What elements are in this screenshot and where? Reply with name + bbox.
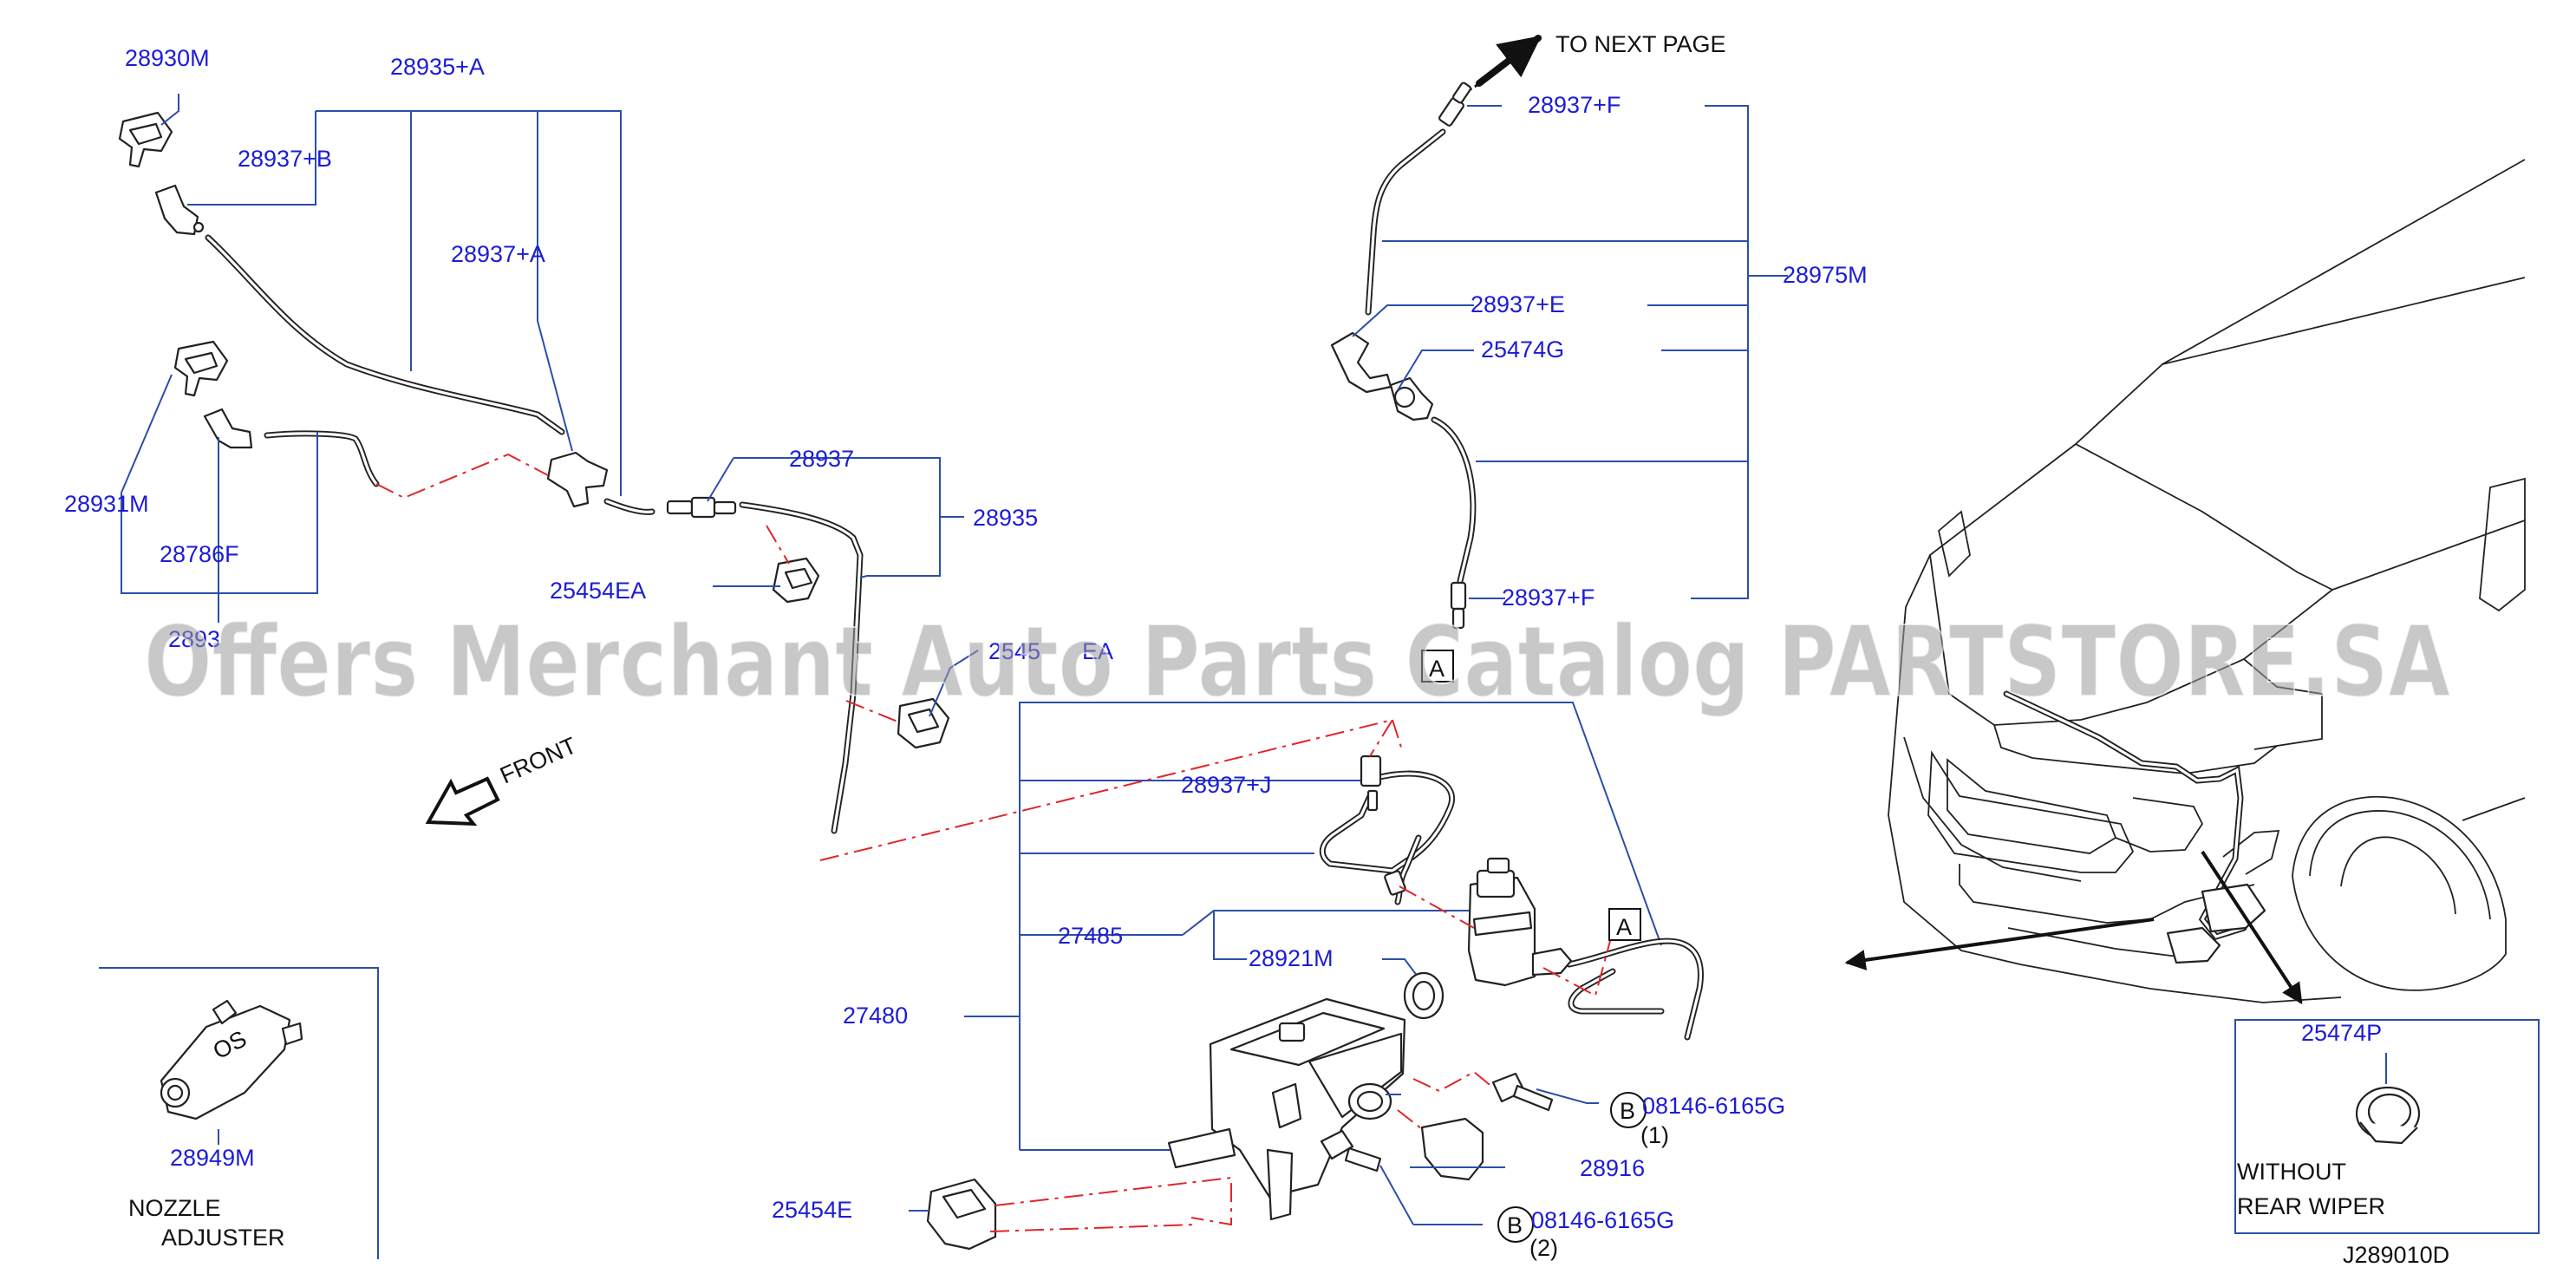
label-28937B[interactable]: 28937+B [238, 146, 332, 172]
bolt-08146-lower-icon[interactable] [1320, 1129, 1382, 1173]
tank-connection-lines [819, 718, 1614, 1232]
to-next-page-arrow [1476, 35, 1542, 87]
connector-28937F-bottom-icon[interactable] [1450, 581, 1467, 630]
front-direction-arrow: FRONT [425, 732, 580, 826]
label-28937J[interactable]: 28937+J [1181, 772, 1271, 798]
label-08146-upper[interactable]: 08146-6165G [1642, 1093, 1785, 1119]
washer-tank-27480-icon[interactable] [1167, 997, 1406, 1221]
svg-text:A: A [1616, 914, 1632, 940]
vehicle-outline [1844, 159, 2526, 1005]
elbow-28937E-icon[interactable] [1330, 331, 1392, 394]
label-28921M[interactable]: 28921M [1249, 945, 1334, 971]
label-28937F-top[interactable]: 28937+F [1528, 92, 1621, 118]
label-25454E[interactable]: 25454E [772, 1197, 852, 1223]
reference-marks: A A B B [1421, 650, 1647, 1243]
label-28937[interactable]: 28937 [789, 446, 854, 472]
grommet-28921M-icon[interactable] [1403, 971, 1445, 1020]
label-28938-partial[interactable]: 2893 [168, 626, 220, 652]
label-28937F-bottom[interactable]: 28937+F [1502, 585, 1595, 611]
label-27485[interactable]: 27485 [1058, 923, 1123, 949]
left-leader-lines [121, 94, 979, 717]
label-28935A[interactable]: 28935+A [390, 54, 485, 80]
elbow-28786F-icon[interactable] [203, 408, 253, 449]
without-rear-wiper-line2: REAR WIPER [2237, 1193, 2385, 1219]
ref-mark-b-upper [1610, 1092, 1647, 1128]
svg-text:A: A [1429, 656, 1445, 682]
grommet-25474P-icon[interactable] [2355, 1086, 2421, 1145]
to-next-page-label: TO NEXT PAGE [1555, 31, 1726, 57]
without-rear-wiper-box [2234, 1019, 2540, 1234]
label-08146-lower-qty: (2) [1529, 1235, 1558, 1261]
label-28937E[interactable]: 28937+E [1471, 291, 1565, 317]
label-25454EA-partial[interactable]: 2545 [988, 638, 1040, 664]
label-28937A[interactable]: 28937+A [451, 241, 545, 267]
label-28935[interactable]: 28935 [973, 505, 1038, 531]
left-connection-lines [375, 453, 903, 724]
diagram-code: J289010D [2343, 1242, 2449, 1268]
label-28916[interactable]: 28916 [1580, 1155, 1645, 1181]
front-arrow-icon [425, 776, 500, 826]
top-right-hose-group [1330, 35, 1542, 630]
svg-text:B: B [1620, 1098, 1635, 1124]
left-nozzle-group [118, 111, 950, 834]
label-28786F[interactable]: 28786F [160, 541, 239, 567]
nozzle-adjuster-caption-line1: NOZZLE [128, 1195, 221, 1221]
top-right-leader-lines [1352, 105, 1788, 599]
svg-text:B: B [1507, 1212, 1523, 1238]
captions: TO NEXT PAGE NOZZLE ADJUSTER WITHOUT REA… [128, 31, 2449, 1268]
label-28949M[interactable]: 28949M [170, 1145, 255, 1171]
label-25454EA-partial-tail[interactable]: EA [1082, 638, 1113, 664]
without-rear-wiper-line1: WITHOUT [2237, 1159, 2346, 1185]
washer-tank-group [909, 702, 1704, 1251]
ref-mark-a-lower [1608, 908, 1641, 941]
label-08146-upper-qty: (1) [1640, 1122, 1669, 1148]
front-label: FRONT [496, 732, 580, 788]
left-hoses [205, 234, 655, 515]
label-27480[interactable]: 27480 [843, 1003, 908, 1029]
y-joint-28937A-icon[interactable] [546, 451, 609, 508]
label-08146-lower[interactable]: 08146-6165G [1531, 1207, 1674, 1233]
bolt-08146-upper-icon[interactable] [1491, 1072, 1554, 1112]
label-28930M[interactable]: 28930M [125, 45, 210, 71]
label-25454EA[interactable]: 25454EA [550, 578, 646, 604]
label-25474G[interactable]: 25474G [1481, 336, 1564, 363]
elbow-joint-28937B-icon[interactable] [154, 184, 199, 236]
connector-28937F-top-icon[interactable] [1438, 82, 1472, 127]
ref-mark-a-upper [1421, 650, 1454, 683]
cap-28916-icon[interactable] [1420, 1117, 1484, 1181]
watermark: Offers Merchant Auto Parts Catalog PARTS… [144, 606, 2450, 719]
label-28931M[interactable]: 28931M [64, 491, 149, 517]
pump-27485-icon[interactable] [1467, 857, 1573, 987]
joint-28937-icon[interactable] [666, 496, 737, 519]
label-28975M[interactable]: 28975M [1783, 262, 1868, 288]
nozzle-adjuster-28949M-icon[interactable] [160, 999, 303, 1120]
nozzle-adjuster-box: OS [99, 967, 379, 1259]
label-25474P[interactable]: 25474P [2301, 1020, 2382, 1046]
part-labels: 28930M 28935+A 28937+B 28937+A 28931M 28… [64, 45, 2382, 1261]
nozzle-adjuster-caption-line2: ADJUSTER [161, 1225, 285, 1251]
ref-mark-b-lower [1497, 1206, 1534, 1243]
